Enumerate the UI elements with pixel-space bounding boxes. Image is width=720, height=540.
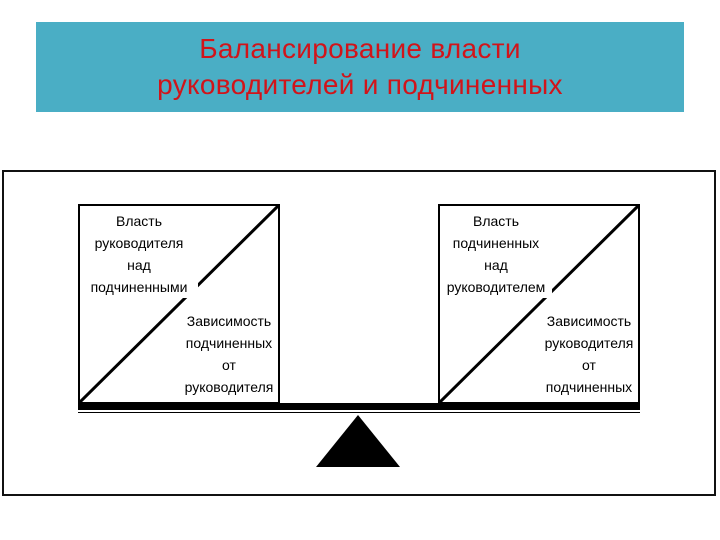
right-top-line-2: подчиненных: [452, 235, 540, 251]
fulcrum-triangle: [316, 415, 400, 467]
left-top-line-1: Власть: [116, 213, 162, 229]
title-banner: Балансирование власти руководителей и по…: [36, 22, 684, 112]
right-top-line-4: руководителем: [446, 279, 546, 295]
balance-beam: [78, 403, 640, 410]
left-bottom-label: Зависимость подчиненных от руководителя: [180, 310, 278, 398]
left-bottom-line-1: Зависимость: [186, 313, 272, 329]
left-diagonal: [80, 206, 278, 402]
left-bottom-line-3: от: [222, 357, 236, 373]
left-bottom-line-2: подчиненных: [185, 335, 273, 351]
left-top-line-2: руководителя: [94, 235, 184, 251]
right-top-line-3: над: [484, 257, 508, 273]
title-line-1: Балансирование власти: [199, 33, 521, 64]
left-bottom-line-4: руководителя: [184, 379, 274, 395]
right-diagonal: [440, 206, 638, 402]
right-bottom-line-3: от: [582, 357, 596, 373]
right-bottom-line-2: руководителя: [544, 335, 634, 351]
left-top-label: Власть руководителя над подчиненными: [80, 210, 198, 298]
diagram-frame: [2, 170, 716, 496]
right-top-label: Власть подчиненных над руководителем: [440, 210, 552, 298]
right-top-line-1: Власть: [473, 213, 519, 229]
right-bottom-line-4: подчиненных: [545, 379, 633, 395]
balance-beam-underline: [78, 412, 640, 413]
right-bottom-line-1: Зависимость: [546, 313, 632, 329]
left-top-line-3: над: [127, 257, 151, 273]
right-bottom-label: Зависимость руководителя от подчиненных: [540, 310, 638, 398]
left-top-line-4: подчиненными: [90, 279, 188, 295]
title-line-2: руководителей и подчиненных: [157, 69, 563, 100]
